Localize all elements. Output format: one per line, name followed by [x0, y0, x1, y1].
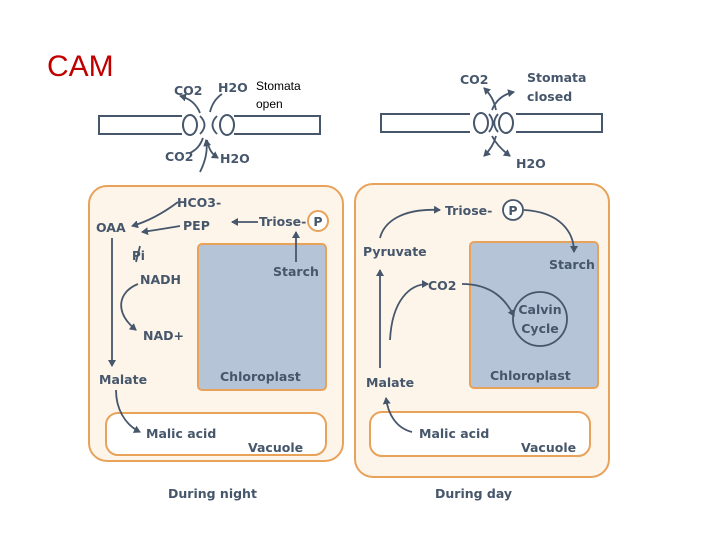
- night-co2-to-hco3-arrow: [199, 139, 212, 173]
- night-chloroplast: [197, 243, 327, 391]
- night-panel: CO2 H2O Stomata open CO2 H2O HCO3- PEP O…: [88, 79, 344, 501]
- pyruvate-to-triose-arrow: [379, 205, 441, 239]
- night-co2-bottom-label: CO2: [165, 149, 194, 164]
- day-starch-label: Starch: [549, 257, 595, 272]
- pyruvate-label: Pyruvate: [363, 244, 427, 259]
- day-caption: During day: [435, 486, 512, 501]
- nadh-to-nad-arrow: [120, 283, 139, 331]
- day-malate-label: Malate: [366, 375, 414, 390]
- day-chloroplast-label: Chloroplast: [490, 368, 571, 383]
- day-guard-cells: [473, 112, 514, 134]
- stomata-open-label-line1: Stomata: [256, 79, 301, 93]
- oaa-label: OAA: [96, 220, 126, 235]
- night-h2o-out-arrow: [206, 139, 219, 159]
- pi-label: Pi: [132, 249, 145, 263]
- night-guard-cells: [182, 114, 235, 136]
- night-vacuole-label: Vacuole: [248, 440, 303, 455]
- slide-title: CAM: [47, 50, 114, 83]
- day-malic-acid-label: Malic acid: [419, 426, 489, 441]
- day-panel: CO2 Stomata closed H2O Triose- P Pyruvat…: [354, 70, 610, 501]
- day-chloroplast: [469, 241, 599, 389]
- calvin-cycle-label-line2: Cycle: [521, 321, 559, 336]
- day-vacuole-label: Vacuole: [521, 440, 576, 455]
- night-vacuole: [105, 412, 327, 456]
- night-co2-top-label: CO2: [174, 83, 203, 98]
- day-triose-label: Triose-: [445, 203, 492, 218]
- night-malic-acid-label: Malic acid: [146, 426, 216, 441]
- night-chloroplast-label: Chloroplast: [220, 369, 301, 384]
- pep-label: PEP: [183, 218, 210, 233]
- malic-acid-to-malate-arrow: [382, 397, 413, 433]
- night-caption: During night: [168, 486, 257, 501]
- pep-to-oaa-arrow: [141, 225, 181, 236]
- night-triose-label: Triose-: [259, 214, 306, 229]
- night-phosphate-circle: [307, 210, 329, 232]
- triose-to-starch-arrow: [523, 209, 578, 253]
- night-h2o-bottom-label: H2O: [220, 151, 250, 166]
- night-malate-label: Malate: [99, 372, 147, 387]
- day-phosphate-circle: [502, 199, 524, 221]
- night-co2-in-arrow: [179, 93, 201, 114]
- hco3-label: HCO3-: [177, 195, 221, 210]
- nad-label: NAD+: [143, 328, 184, 343]
- day-co2-blocked-arrow: [483, 87, 497, 111]
- day-co2-label: CO2: [428, 278, 457, 293]
- nadh-label: NADH: [140, 272, 181, 287]
- day-h2o-bottom-label: H2O: [516, 156, 546, 171]
- night-phosphate-label: P: [313, 214, 322, 229]
- night-starch-label: Starch: [273, 264, 319, 279]
- co2-to-calvin-arrow: [461, 283, 515, 317]
- stomata-closed-label-line2: closed: [527, 89, 572, 104]
- day-co2-top-label: CO2: [460, 72, 489, 87]
- malate-to-co2-arrow: [389, 280, 429, 341]
- stomata-closed-label-line1: Stomata: [527, 70, 586, 85]
- day-vacuole: [369, 411, 591, 457]
- day-phosphate-label: P: [508, 203, 517, 218]
- stomata-open-label-line2: open: [256, 97, 283, 111]
- hco3-to-oaa-arrow: [131, 201, 179, 229]
- day-h2o-arrow: [491, 135, 511, 157]
- calvin-cycle-circle: [512, 291, 568, 347]
- night-h2o-top-label: H2O: [218, 80, 248, 95]
- calvin-cycle-label-line1: Calvin: [518, 302, 561, 317]
- malate-to-malic-acid-arrow: [115, 389, 141, 433]
